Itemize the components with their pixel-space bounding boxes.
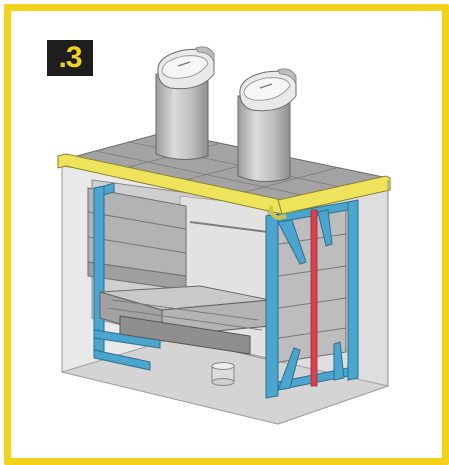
chimney-right bbox=[237, 68, 297, 182]
guide-rod bbox=[189, 221, 269, 233]
hearth-tray bbox=[99, 285, 271, 355]
yellow-top-rail bbox=[57, 153, 391, 221]
chimney-left bbox=[155, 46, 215, 160]
floor-pot bbox=[211, 362, 235, 386]
right-steel-frame bbox=[265, 199, 359, 399]
step-badge: .3 bbox=[47, 40, 93, 76]
right-support-rod bbox=[310, 209, 318, 387]
left-side-panels bbox=[87, 187, 187, 291]
